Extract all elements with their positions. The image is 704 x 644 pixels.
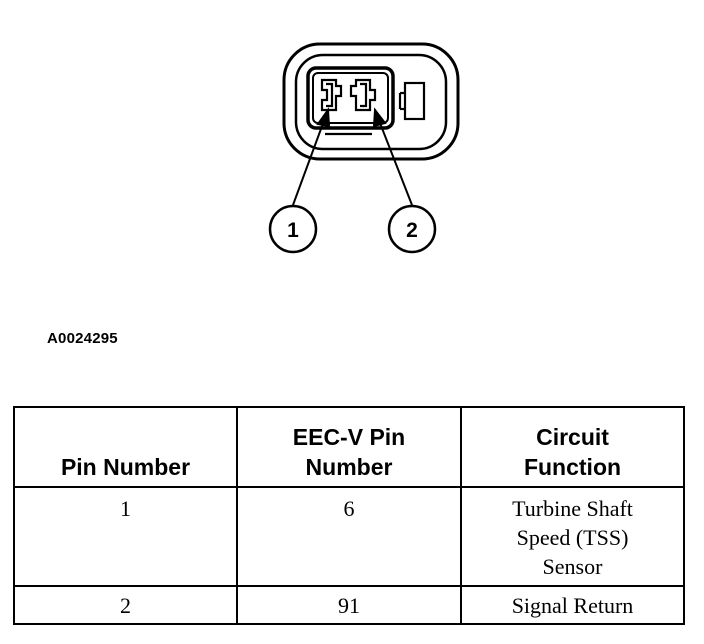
cell-eec-pin-value: 6 — [343, 496, 355, 521]
polarization-bars — [325, 126, 372, 136]
figure-id: A0024295 — [47, 330, 118, 347]
connector-housing — [282, 42, 460, 161]
leader-lines — [292, 107, 413, 206]
table-row: 1 6 Turbine Shaft Speed (TSS) Sensor — [13, 486, 685, 587]
cell-pin-number: 1 — [13, 486, 238, 587]
cell-circuit-function-value: Turbine Shaft Speed (TSS) Sensor — [512, 496, 633, 579]
header-pin-number: Pin Number — [13, 406, 238, 488]
table-header-row: Pin Number EEC-V Pin Number Circuit Func… — [13, 406, 685, 488]
cell-pin-number-value: 1 — [120, 496, 131, 521]
connector-diagram: 1 2 — [268, 42, 460, 254]
cell-pin-number-value: 2 — [120, 592, 131, 618]
pin-table: Pin Number EEC-V Pin Number Circuit Func… — [13, 406, 685, 625]
cell-eec-pin-value: 91 — [338, 592, 360, 618]
cell-eec-pin: 6 — [236, 486, 462, 587]
header-eec-pin-label: EEC-V Pin Number — [292, 424, 406, 480]
cell-pin-number: 2 — [13, 585, 238, 625]
terminal-1 — [320, 78, 343, 112]
cell-circuit-function: Signal Return — [460, 585, 685, 625]
callout-2: 2 — [387, 204, 437, 254]
header-eec-pin: EEC-V Pin Number — [236, 406, 462, 488]
header-circuit-function: Circuit Function — [460, 406, 685, 488]
callout-2-label: 2 — [406, 219, 418, 242]
callout-1: 1 — [268, 204, 318, 254]
header-circuit-function-label: Circuit Function — [523, 424, 622, 480]
header-pin-number-label: Pin Number — [60, 454, 191, 480]
table-row: 2 91 Signal Return — [13, 585, 685, 625]
callout-1-label: 1 — [287, 219, 299, 242]
cell-circuit-function: Turbine Shaft Speed (TSS) Sensor — [460, 486, 685, 587]
pin-cavity — [306, 66, 395, 130]
cell-circuit-function-value: Signal Return — [511, 592, 634, 618]
locking-tab — [398, 81, 426, 121]
cell-eec-pin: 91 — [236, 585, 462, 625]
terminal-2 — [349, 78, 377, 112]
